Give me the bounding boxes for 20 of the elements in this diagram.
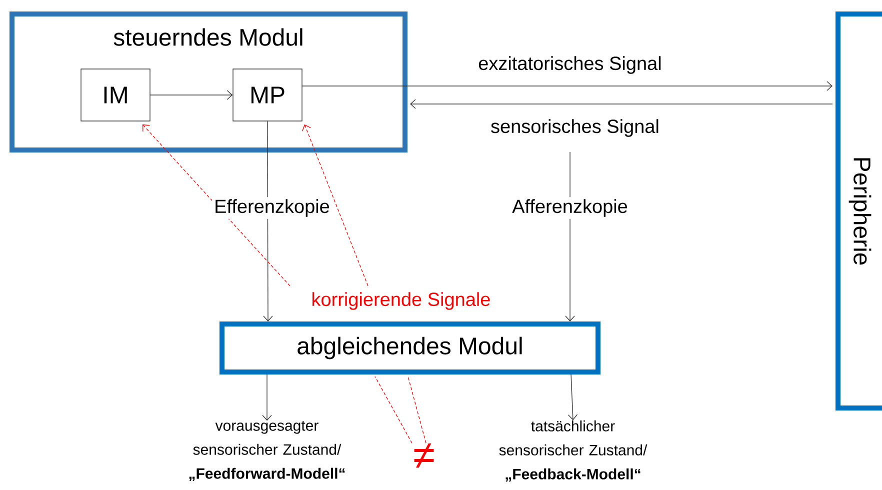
arrow bbox=[262, 374, 272, 421]
arrow bbox=[302, 81, 833, 91]
arrow bbox=[410, 99, 833, 109]
state-text: tatsächlicher sensorischer Zustand/ „Feedback-Modell“ bbox=[499, 420, 648, 482]
process-box: MP bbox=[232, 68, 302, 122]
arrow bbox=[150, 90, 233, 100]
edge-label: Afferenzkopie bbox=[510, 197, 630, 219]
edge-label: Efferenzkopie bbox=[212, 197, 332, 219]
process-box: IM bbox=[80, 68, 150, 122]
arrow bbox=[263, 121, 273, 322]
module-box: abgleichendes Modul bbox=[220, 322, 600, 374]
edge-label: exzitatorisches Signal bbox=[478, 56, 661, 74]
state-text: vorausgesagter sensorischer Zustand/ „Feedforward-Modell“ bbox=[189, 421, 345, 482]
not-equal-sign: ≠ bbox=[414, 443, 434, 468]
signal-text: korrigierende Signale bbox=[312, 292, 490, 310]
periphery-box: Peripherie bbox=[836, 12, 882, 410]
edge-label: sensorisches Signal bbox=[491, 119, 658, 137]
arrow bbox=[568, 374, 578, 420]
arrow bbox=[302, 124, 368, 286]
arrow bbox=[142, 124, 290, 286]
